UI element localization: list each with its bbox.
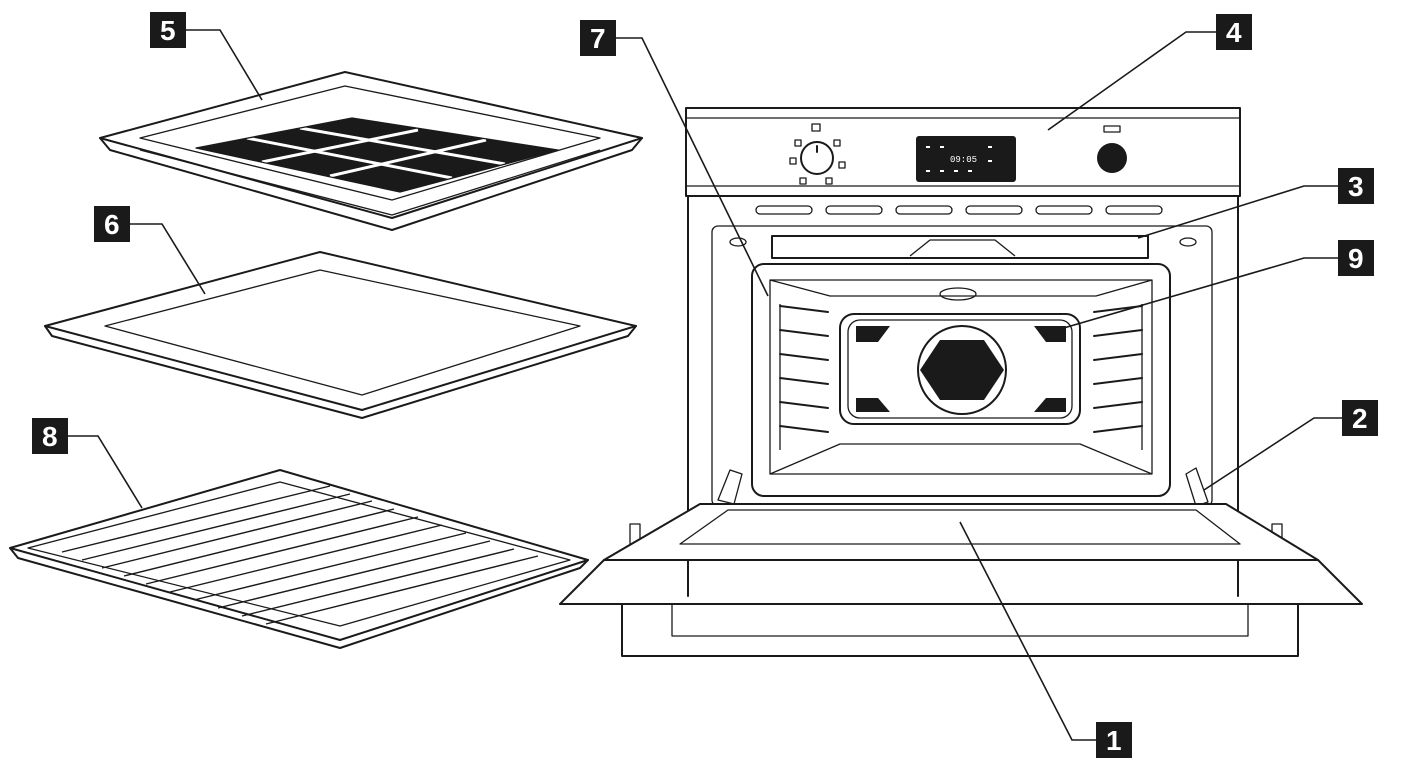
wire-shelf xyxy=(9,469,589,649)
tray-grill-grid xyxy=(195,117,559,193)
callout-9: 9 xyxy=(1338,240,1374,276)
callout-9-label: 9 xyxy=(1348,243,1364,274)
callout-7-label: 7 xyxy=(590,23,606,54)
callout-3: 3 xyxy=(1338,168,1374,204)
callout-4: 4 xyxy=(1216,14,1252,50)
callout-3-label: 3 xyxy=(1348,171,1364,202)
timer-knob xyxy=(1097,125,1127,173)
callout-2-label: 2 xyxy=(1352,403,1368,434)
callout-8-label: 8 xyxy=(42,421,58,452)
callout-4-label: 4 xyxy=(1226,17,1242,48)
oven-lamp xyxy=(939,287,977,301)
callout-5-label: 5 xyxy=(160,15,176,46)
fan-cover xyxy=(839,313,1081,425)
callout-5: 5 xyxy=(150,12,186,48)
oven: 09:05 xyxy=(559,107,1363,657)
callout-8: 8 xyxy=(32,418,68,454)
callout-2: 2 xyxy=(1342,400,1378,436)
digital-display: 09:05 xyxy=(916,136,1016,182)
display-time: 09:05 xyxy=(950,155,977,165)
deep-tray-with-grid xyxy=(99,71,643,231)
function-knob xyxy=(789,123,846,185)
flat-baking-tray xyxy=(44,251,637,419)
oven-cavity xyxy=(751,263,1171,497)
vent-slots xyxy=(755,205,1163,215)
right-shelf-supports xyxy=(1093,304,1143,450)
callout-6-label: 6 xyxy=(104,209,120,240)
leader-lines xyxy=(68,29,1342,741)
callout-1: 1 xyxy=(1096,722,1132,758)
left-shelf-supports xyxy=(779,304,829,450)
callout-7: 7 xyxy=(580,20,616,56)
callout-1-label: 1 xyxy=(1106,725,1122,756)
callout-6: 6 xyxy=(94,206,130,242)
oven-door xyxy=(559,503,1363,657)
top-element xyxy=(771,235,1149,259)
